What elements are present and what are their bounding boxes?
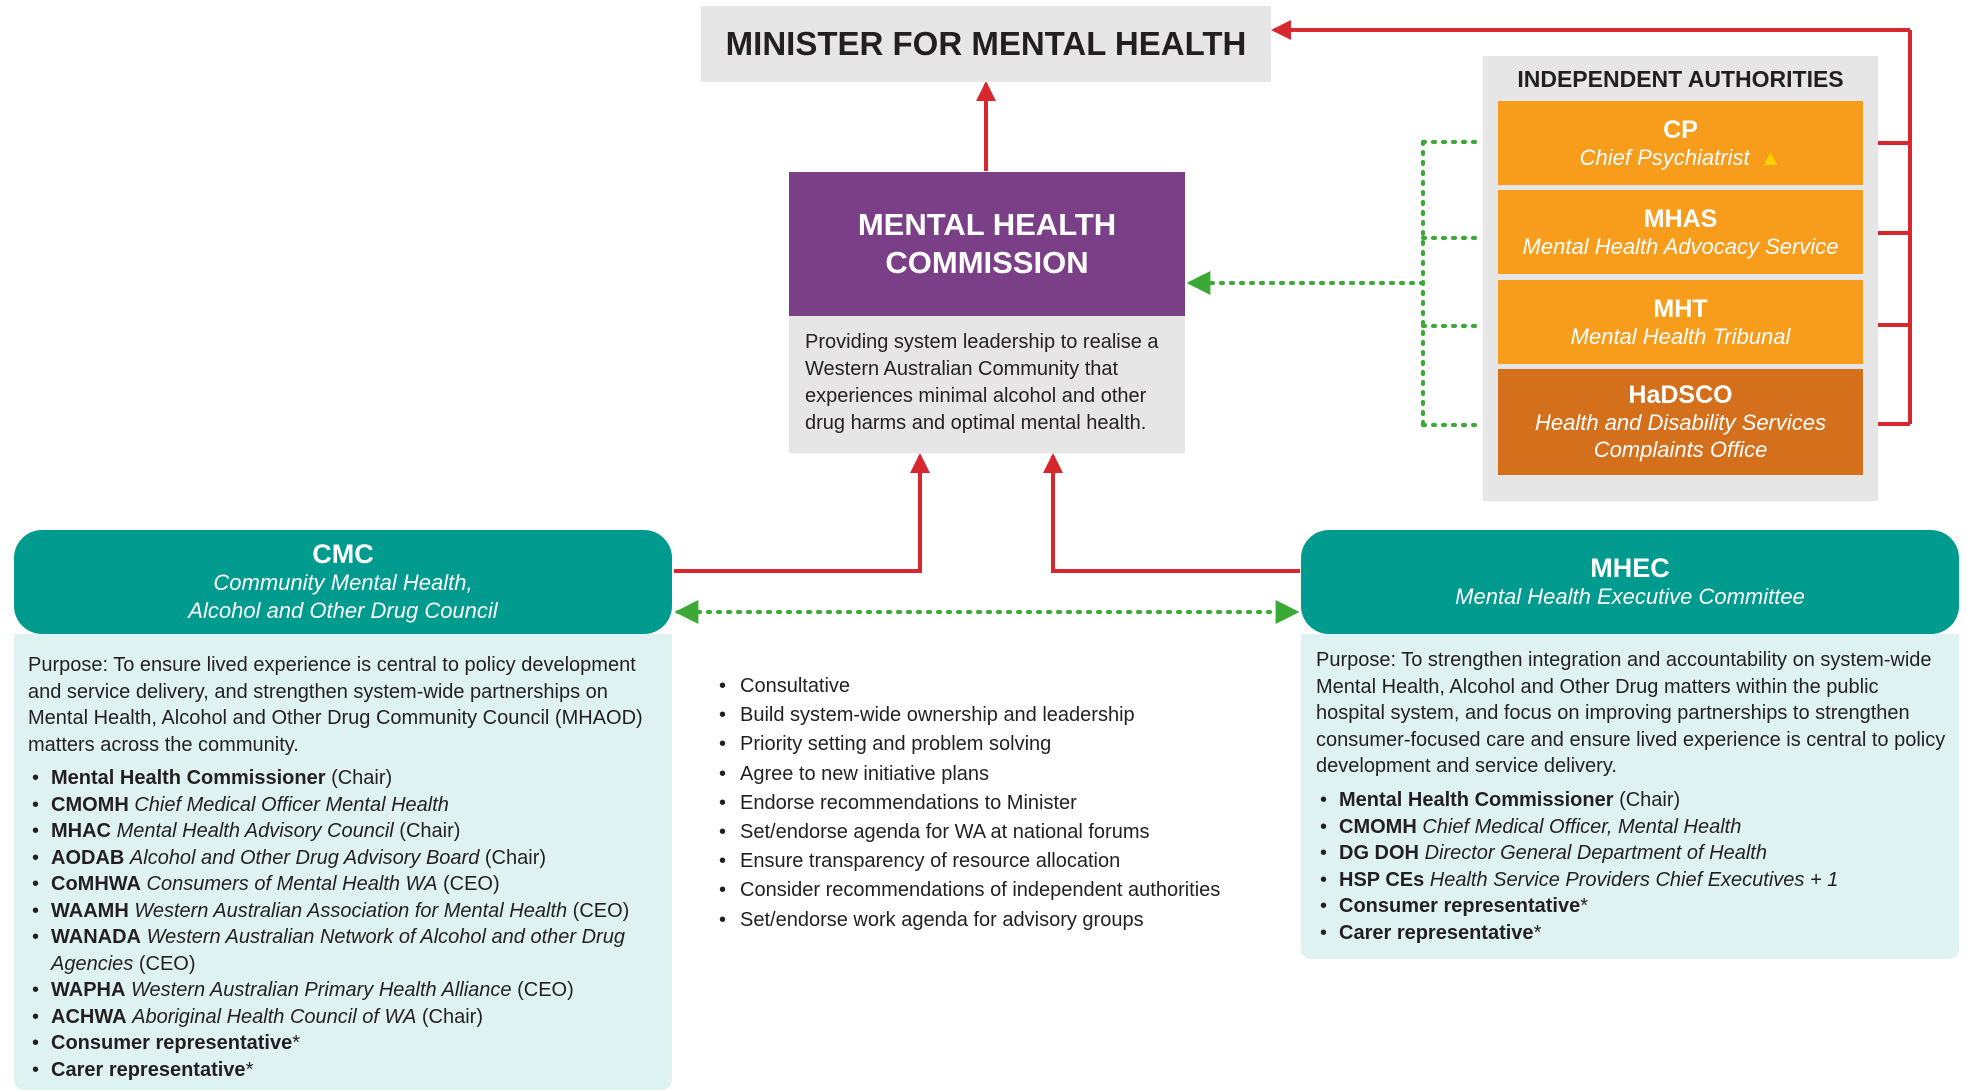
list-item: Endorse recommendations to Minister bbox=[716, 789, 1286, 818]
shared-roles-list: Consultative Build system-wide ownership… bbox=[716, 672, 1286, 935]
authority-mhas: MHAS Mental Health Advocacy Service bbox=[1498, 190, 1863, 274]
list-item: Consultative bbox=[716, 672, 1286, 701]
minister-box: MINISTER FOR MENTAL HEALTH bbox=[701, 6, 1271, 82]
authority-code: MHAS bbox=[1643, 204, 1718, 233]
list-item: Consider recommendations of independent … bbox=[716, 876, 1286, 905]
cmc-name-line2: Alcohol and Other Drug Council bbox=[188, 598, 498, 623]
list-item: CoMHWA Consumers of Mental Health WA (CE… bbox=[28, 871, 658, 898]
list-item: Carer representative* bbox=[1316, 920, 1946, 947]
cmc-member-list: Mental Health Commissioner (Chair) CMOMH… bbox=[28, 765, 658, 1083]
independent-authorities-title: INDEPENDENT AUTHORITIES bbox=[1517, 66, 1844, 92]
mhec-name: Mental Health Executive Committee bbox=[1455, 584, 1805, 609]
authority-code: MHT bbox=[1653, 294, 1708, 323]
authority-mht: MHT Mental Health Tribunal bbox=[1498, 280, 1863, 364]
list-item: Consumer representative* bbox=[28, 1030, 658, 1057]
warning-triangle-icon: ▲ bbox=[1759, 144, 1782, 170]
authority-name: Mental Health Tribunal bbox=[1570, 323, 1791, 349]
authority-name: Health and Disability Services Complaint… bbox=[1534, 410, 1827, 462]
list-item: CMOMH Chief Medical Officer Mental Healt… bbox=[28, 792, 658, 819]
list-item: DG DOH Director General Department of He… bbox=[1316, 840, 1946, 867]
cmc-code: CMC bbox=[312, 539, 374, 569]
list-item: Agree to new initiative plans bbox=[716, 760, 1286, 789]
list-item: Set/endorse work agenda for advisory gro… bbox=[716, 906, 1286, 935]
authority-code: HaDSCO bbox=[1628, 381, 1733, 409]
list-item: AODAB Alcohol and Other Drug Advisory Bo… bbox=[28, 845, 658, 872]
list-item: WAAMH Western Australian Association for… bbox=[28, 898, 658, 925]
list-item: CMOMH Chief Medical Officer, Mental Heal… bbox=[1316, 814, 1946, 841]
commission-title: MENTAL HEALTH COMMISSION bbox=[857, 207, 1117, 280]
list-item: MHAC Mental Health Advisory Council (Cha… bbox=[28, 818, 658, 845]
mhec-code: MHEC bbox=[1590, 553, 1670, 583]
authority-name: Chief Psychiatrist bbox=[1579, 144, 1750, 170]
mhec-header: MHEC Mental Health Executive Committee bbox=[1301, 530, 1959, 634]
authority-cp: CP Chief Psychiatrist ▲ bbox=[1498, 101, 1863, 185]
list-item: Priority setting and problem solving bbox=[716, 730, 1286, 759]
commission-description: Providing system leadership to realise a… bbox=[789, 316, 1185, 453]
minister-title: MINISTER FOR MENTAL HEALTH bbox=[725, 25, 1247, 62]
authority-hadsco: HaDSCO Health and Disability Services Co… bbox=[1498, 369, 1863, 475]
list-item: ACHWA Aboriginal Health Council of WA (C… bbox=[28, 1004, 658, 1031]
list-item: Set/endorse agenda for WA at national fo… bbox=[716, 818, 1286, 847]
list-item: Consumer representative* bbox=[1316, 893, 1946, 920]
authority-name: Mental Health Advocacy Service bbox=[1522, 233, 1839, 259]
cmc-purpose: Purpose: To ensure lived experience is c… bbox=[28, 654, 643, 756]
list-item: Mental Health Commissioner (Chair) bbox=[28, 765, 658, 792]
list-item: Ensure transparency of resource allocati… bbox=[716, 847, 1286, 876]
commission-header: MENTAL HEALTH COMMISSION bbox=[789, 172, 1185, 316]
list-item: Mental Health Commissioner (Chair) bbox=[1316, 787, 1946, 814]
mhec-to-commission-arrow bbox=[1043, 453, 1300, 573]
list-item: WANADA Western Australian Network of Alc… bbox=[28, 924, 658, 977]
cmc-name-line1: Community Mental Health, bbox=[213, 570, 473, 595]
list-item: HSP CEs Health Service Providers Chief E… bbox=[1316, 867, 1946, 894]
mhec-purpose: Purpose: To strengthen integration and a… bbox=[1316, 649, 1946, 777]
list-item: Build system-wide ownership and leadersh… bbox=[716, 701, 1286, 730]
cmc-to-commission-arrow bbox=[674, 453, 930, 573]
list-item: Carer representative* bbox=[28, 1057, 658, 1084]
authority-code: CP bbox=[1663, 115, 1698, 144]
list-item: WAPHA Western Australian Primary Health … bbox=[28, 977, 658, 1004]
mhec-member-list: Mental Health Commissioner (Chair) CMOMH… bbox=[1316, 787, 1946, 946]
cmc-header: CMC Community Mental Health, Alcohol and… bbox=[14, 530, 672, 634]
